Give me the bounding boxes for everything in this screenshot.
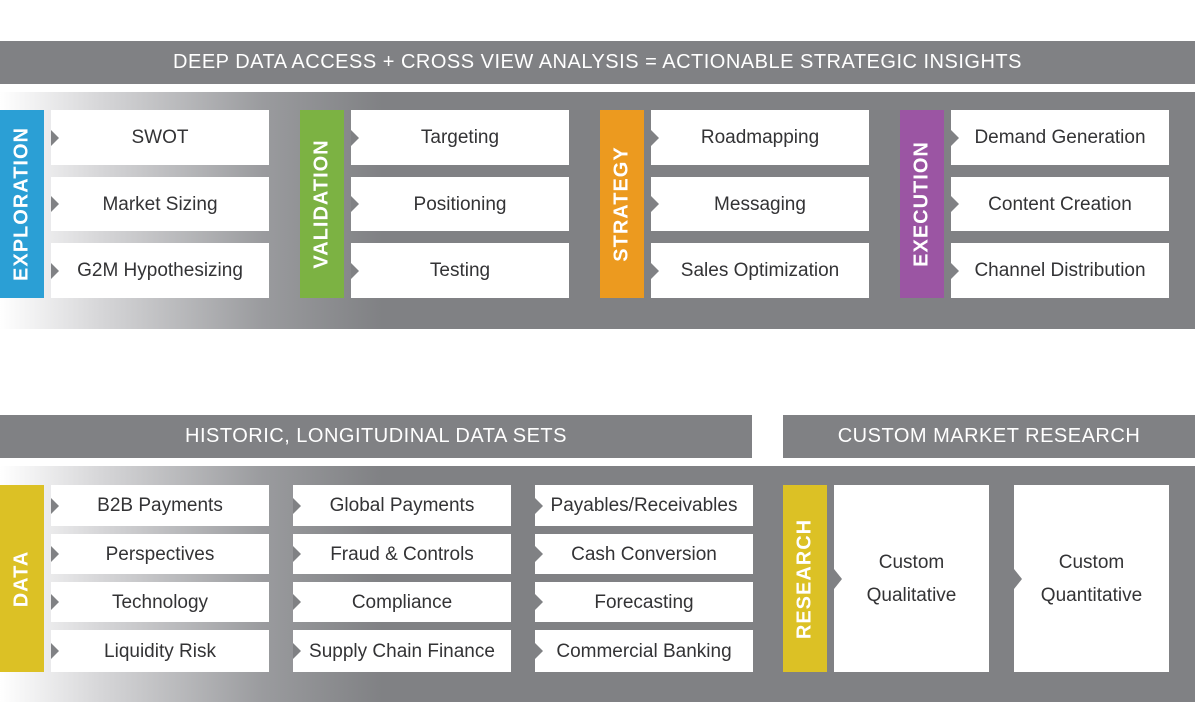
stage-item: SWOT — [51, 110, 269, 165]
research-header-title: CUSTOM MARKET RESEARCH — [837, 425, 1141, 447]
arrow-notch-icon — [651, 129, 659, 146]
stage-item-label: Testing — [429, 260, 491, 281]
arrow-notch-icon — [351, 196, 359, 212]
stage-label-strategy: STRATEGY — [600, 110, 644, 298]
stage-item: Messaging — [651, 177, 869, 231]
stage-label-validation: VALIDATION — [300, 110, 344, 298]
stage-item-label: Sales Optimization — [680, 260, 840, 281]
arrow-notch-icon — [951, 196, 959, 212]
data-item: Commercial Banking — [535, 630, 753, 672]
stage-item: Demand Generation — [951, 110, 1169, 165]
arrow-notch-icon — [651, 196, 659, 212]
stage-label-exploration: EXPLORATION — [0, 110, 44, 298]
data-item: Liquidity Risk — [51, 630, 269, 672]
data-item: Forecasting — [535, 582, 753, 622]
stage-item: Channel Distribution — [951, 243, 1169, 298]
arrow-notch-icon — [535, 497, 543, 514]
data-header-title: HISTORIC, LONGITUDINAL DATA SETS — [185, 425, 567, 447]
stage-item-label: Roadmapping — [700, 127, 820, 148]
arrow-notch-icon — [51, 594, 59, 610]
data-item-label: Cash Conversion — [571, 543, 717, 565]
data-item-label: Supply Chain Finance — [309, 640, 495, 662]
top-header-bar: DEEP DATA ACCESS + CROSS VIEW ANALYSIS =… — [0, 41, 1195, 84]
research-item-qualitative: Custom Qualitative — [834, 485, 989, 672]
data-item-label: Forecasting — [594, 591, 694, 613]
stage-item: Testing — [351, 243, 569, 298]
stage-item-label: SWOT — [131, 127, 189, 148]
stage-label-text: EXPLORATION — [10, 127, 33, 281]
data-item: Payables/Receivables — [535, 485, 753, 526]
stage-item: Roadmapping — [651, 110, 869, 165]
stage-label-text: VALIDATION — [310, 139, 333, 269]
stage-item-label: Market Sizing — [102, 193, 218, 215]
stage-item: G2M Hypothesizing — [51, 243, 269, 298]
stage-item-label: Demand Generation — [974, 127, 1146, 148]
research-item-line2: Quantitative — [1040, 584, 1143, 606]
data-item: Global Payments — [293, 485, 511, 526]
data-item-label: Compliance — [351, 591, 453, 613]
arrow-notch-icon — [293, 497, 301, 514]
stage-label-text: STRATEGY — [610, 146, 633, 262]
stage-item: Targeting — [351, 110, 569, 165]
data-item-label: Fraud & Controls — [330, 543, 474, 565]
arrow-notch-icon — [293, 594, 301, 610]
arrow-notch-icon — [1014, 568, 1022, 589]
arrow-notch-icon — [51, 129, 59, 146]
stage-item: Content Creation — [951, 177, 1169, 231]
data-item: Supply Chain Finance — [293, 630, 511, 672]
data-item-label: Commercial Banking — [556, 640, 732, 662]
data-header-bar: HISTORIC, LONGITUDINAL DATA SETS — [0, 415, 752, 458]
arrow-notch-icon — [51, 643, 59, 659]
arrow-notch-icon — [351, 129, 359, 146]
stage-item: Sales Optimization — [651, 243, 869, 298]
arrow-notch-icon — [293, 643, 301, 659]
arrow-notch-icon — [951, 129, 959, 146]
research-label-text: RESEARCH — [793, 518, 816, 639]
arrow-notch-icon — [293, 546, 301, 562]
arrow-notch-icon — [951, 262, 959, 279]
research-header-bar: CUSTOM MARKET RESEARCH — [783, 415, 1195, 458]
data-item-label: Liquidity Risk — [104, 640, 216, 662]
data-label-text: DATA — [10, 550, 33, 607]
stage-item: Market Sizing — [51, 177, 269, 231]
top-header-title: DEEP DATA ACCESS + CROSS VIEW ANALYSIS =… — [173, 51, 1022, 73]
research-item-line1: Custom — [1058, 551, 1125, 573]
arrow-notch-icon — [51, 497, 59, 514]
arrow-notch-icon — [535, 594, 543, 610]
stage-item-label: Channel Distribution — [974, 260, 1146, 281]
data-item-label: Technology — [111, 591, 209, 613]
research-label: RESEARCH — [783, 485, 827, 672]
research-item-line2: Qualitative — [866, 584, 957, 606]
research-item-line1: Custom — [878, 551, 945, 573]
stage-item: Positioning — [351, 177, 569, 231]
stage-item-label: Messaging — [714, 193, 806, 215]
data-item: Technology — [51, 582, 269, 622]
research-item-quantitative: Custom Quantitative — [1014, 485, 1169, 672]
data-item-label: Perspectives — [105, 543, 215, 565]
arrow-notch-icon — [51, 262, 59, 279]
arrow-notch-icon — [535, 643, 543, 659]
arrow-notch-icon — [51, 196, 59, 212]
data-item: Compliance — [293, 582, 511, 622]
data-item: Perspectives — [51, 534, 269, 574]
data-item: Cash Conversion — [535, 534, 753, 574]
stage-label-execution: EXECUTION — [900, 110, 944, 298]
data-label: DATA — [0, 485, 44, 672]
data-item-label: B2B Payments — [97, 495, 223, 516]
stage-item-label: G2M Hypothesizing — [77, 260, 243, 281]
data-item: B2B Payments — [51, 485, 269, 526]
arrow-notch-icon — [651, 262, 659, 279]
data-item: Fraud & Controls — [293, 534, 511, 574]
arrow-notch-icon — [351, 262, 359, 279]
stage-item-label: Content Creation — [988, 193, 1132, 215]
arrow-notch-icon — [834, 568, 842, 589]
stage-label-text: EXECUTION — [910, 141, 933, 267]
arrow-notch-icon — [51, 546, 59, 562]
stage-item-label: Positioning — [413, 193, 507, 215]
data-item-label: Payables/Receivables — [550, 495, 738, 516]
data-item-label: Global Payments — [329, 495, 475, 516]
stage-item-label: Targeting — [420, 127, 500, 148]
arrow-notch-icon — [535, 546, 543, 562]
